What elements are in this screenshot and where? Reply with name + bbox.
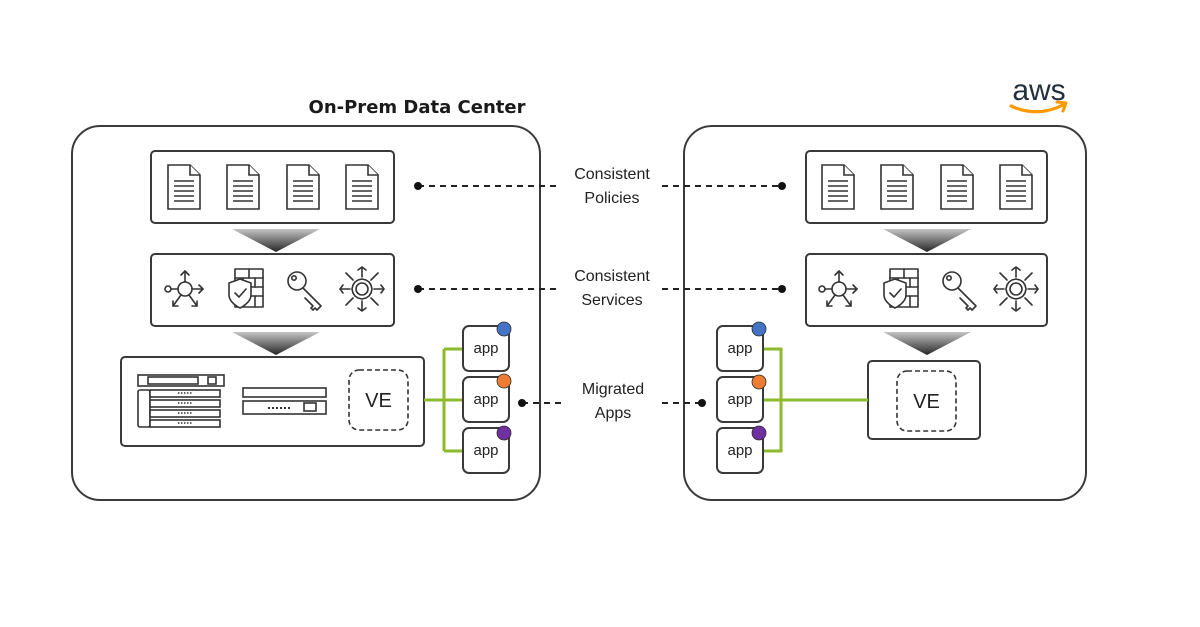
- policies-connector: [414, 182, 786, 190]
- svg-text:app: app: [727, 442, 752, 459]
- app-box: app: [462, 373, 512, 423]
- onprem-services-box: [150, 253, 395, 327]
- aws-services-box: [805, 253, 1048, 327]
- svg-text:app: app: [473, 391, 498, 408]
- document-icon: [821, 164, 855, 210]
- app-box: app: [716, 374, 767, 423]
- document-icon: [940, 164, 974, 210]
- aws-ve-box: [896, 370, 957, 432]
- document-icon: [286, 164, 320, 210]
- svg-text:app: app: [727, 340, 752, 357]
- svg-text:app: app: [473, 442, 498, 459]
- onprem-funnel-arrow: [232, 229, 320, 252]
- migrated-label-line1: Migrated: [582, 381, 644, 398]
- onprem-ve-box: [348, 369, 409, 431]
- onprem-ve-label: VE: [365, 390, 392, 412]
- svg-text:app: app: [727, 391, 752, 408]
- server-unit-icon: [242, 387, 327, 415]
- migrated-label-line2: Apps: [595, 405, 631, 422]
- svg-text:app: app: [473, 340, 498, 357]
- server-rack-icon: [137, 374, 225, 428]
- onprem-policies-box: [150, 150, 395, 224]
- onprem-funnel-arrow: [232, 332, 320, 355]
- services-label-line2: Services: [581, 292, 642, 309]
- policies-label-line2: Policies: [584, 190, 639, 207]
- services-label-line1: Consistent: [574, 268, 650, 285]
- onprem-app-links: [424, 347, 463, 453]
- migrated-apps-connector: [518, 399, 706, 407]
- document-icon: [880, 164, 914, 210]
- aws-funnel-arrow: [883, 332, 971, 355]
- app-box: app: [716, 425, 767, 474]
- aws-ve-label: VE: [913, 391, 940, 413]
- aws-policies-box: [805, 150, 1048, 224]
- aws-app-links: [760, 347, 868, 453]
- document-icon: [167, 164, 201, 210]
- document-icon: [999, 164, 1033, 210]
- document-icon: [226, 164, 260, 210]
- app-box: app: [462, 321, 512, 372]
- app-box: app: [462, 425, 512, 474]
- aws-logo: aws: [1009, 74, 1068, 114]
- app-box: app: [716, 321, 767, 372]
- document-icon: [345, 164, 379, 210]
- policies-label-line1: Consistent: [574, 166, 650, 183]
- services-connector: [414, 285, 786, 293]
- aws-funnel-arrow: [883, 229, 971, 252]
- onprem-title: On-Prem Data Center: [309, 97, 526, 118]
